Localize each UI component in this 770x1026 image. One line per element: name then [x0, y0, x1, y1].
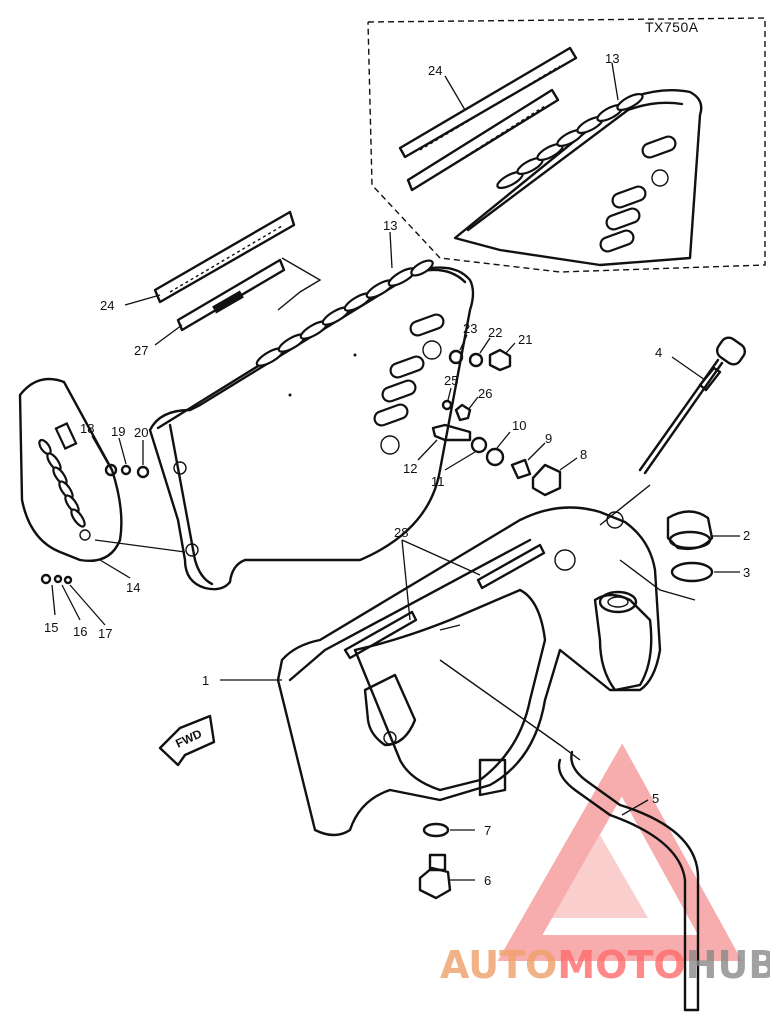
dipstick: [638, 336, 747, 475]
watermark-text: AUTOMOTOHUB: [440, 943, 770, 987]
callout-27: 27: [134, 343, 148, 358]
callout-23: 23: [463, 321, 477, 336]
callout-labels: TX750A 13 24 13 24 27 23 22 21 4 25 26 1…: [44, 19, 750, 888]
callout-8: 8: [580, 447, 587, 462]
callout-25: 25: [444, 373, 458, 388]
side-cover-tx750a: [453, 89, 703, 267]
callout-28: 28: [394, 525, 408, 540]
callout-15: 15: [44, 620, 58, 635]
watermark-hub: HUB: [686, 943, 770, 987]
leader-lines: [51, 62, 740, 881]
small-side-cover: [18, 377, 123, 562]
dashed-connectors: [277, 257, 322, 311]
callout-5: 5: [652, 791, 659, 806]
forward-arrow-icon: FWD: [158, 714, 216, 767]
callout-7: 7: [484, 823, 491, 838]
callout-13-main: 13: [383, 218, 397, 233]
callout-11: 11: [431, 474, 445, 489]
hardware-bolts: [40, 348, 562, 900]
side-cover-main: [148, 259, 475, 591]
callout-22: 22: [488, 325, 502, 340]
callout-9: 9: [545, 431, 552, 446]
callout-12: 12: [403, 461, 417, 476]
callout-1: 1: [202, 673, 209, 688]
emblem-strips-tx750a: [398, 46, 578, 192]
watermark-moto: MOTO: [557, 943, 685, 987]
callout-16: 16: [73, 624, 87, 639]
callout-14: 14: [126, 580, 140, 595]
callout-2: 2: [743, 528, 750, 543]
callout-21: 21: [518, 332, 532, 347]
watermark-logo-icon: [497, 743, 742, 961]
oil-tank: [276, 484, 662, 837]
tank-strips: [343, 543, 546, 660]
callout-26: 26: [478, 386, 492, 401]
model-code-label: TX750A: [645, 19, 699, 35]
oil-cap: [619, 510, 714, 601]
callout-24-main: 24: [100, 298, 114, 313]
callout-17: 17: [98, 626, 112, 641]
callout-19: 19: [111, 424, 125, 439]
callout-18: 18: [80, 421, 94, 436]
callout-4: 4: [655, 345, 662, 360]
callout-20: 20: [134, 425, 148, 440]
callout-24-inset: 24: [428, 63, 442, 78]
callout-6: 6: [484, 873, 491, 888]
svg-text:AUTOMOTOHUB: AUTOMOTOHUB: [440, 943, 770, 987]
callout-10: 10: [512, 418, 526, 433]
callout-3: 3: [743, 565, 750, 580]
watermark-auto: AUTO: [440, 943, 557, 987]
emblem-strips-main: [153, 210, 296, 332]
callout-13-inset: 13: [605, 51, 619, 66]
